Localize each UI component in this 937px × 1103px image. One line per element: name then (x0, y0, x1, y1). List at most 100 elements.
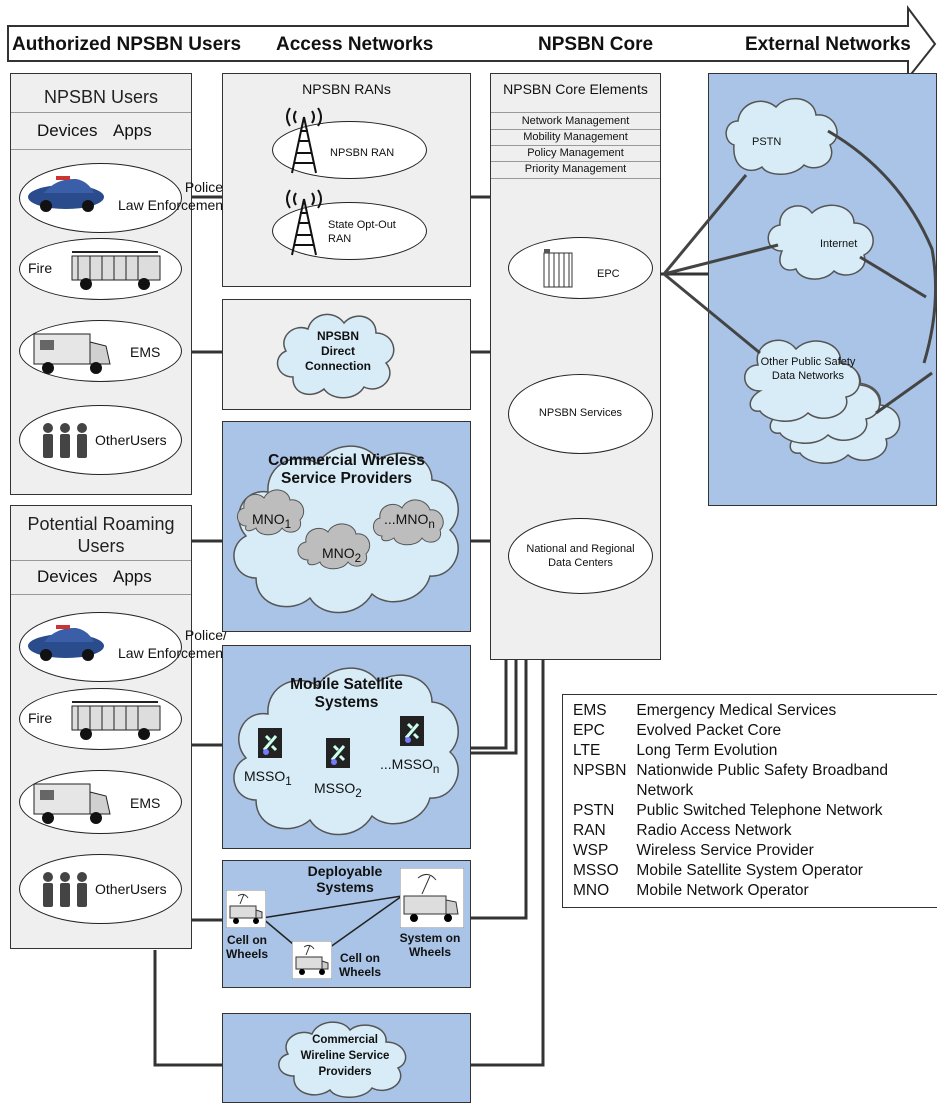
legend-desc: Long Term Evolution (636, 742, 778, 759)
msso-1-label: MSSO1 (244, 768, 292, 788)
users-devices-label: Devices (37, 121, 98, 140)
police-car-icon (28, 176, 104, 212)
npsbn-ran-label: NPSBN RAN (330, 147, 395, 159)
user-police-label: Police/ Law Enforcement (118, 179, 227, 213)
roaming-fire-label: Fire (28, 710, 53, 726)
legend-desc: Emergency Medical Services (636, 702, 837, 719)
optout-ran-label: State Opt-Out RAN (328, 219, 396, 245)
user-ems-label: EMS (130, 344, 161, 360)
legend-row: PSTN Public Switched Telephone Network (573, 801, 898, 821)
tower-icon (286, 107, 322, 174)
satellite-icon (326, 738, 350, 768)
legend-desc: Evolved Packet Core (636, 722, 782, 739)
legend-abbr: LTE (573, 742, 601, 759)
roaming-apps-label: Apps (113, 567, 152, 586)
legend-abbr: MSSO (573, 862, 619, 879)
legend-abbr: WSP (573, 842, 609, 859)
msso-n-label: ...MSSOn (380, 756, 440, 776)
satellite-title: Mobile Satellite Systems (290, 676, 403, 711)
legend-abbr: EPC (573, 722, 605, 739)
roaming-ems-label: EMS (130, 795, 161, 811)
commercial-wireless-title: Commercial Wireless Service Providers (268, 452, 425, 487)
epc-label: EPC (597, 268, 620, 280)
legend-row: EPC Evolved Packet Core (573, 721, 898, 741)
user-fire-label: Fire (28, 260, 53, 276)
roaming-other-label: OtherUsers (95, 881, 167, 897)
satellite-icon (400, 716, 424, 746)
legend-abbr: NPSBN (573, 762, 627, 779)
core-title: NPSBN Core Elements (503, 81, 648, 97)
flow-arrow (7, 5, 937, 80)
legend-desc: Radio Access Network (636, 822, 792, 839)
truck-icon (400, 868, 464, 928)
commercial-wireless-cloud (233, 445, 459, 614)
epc-rack-icon (543, 249, 573, 288)
header-stage-access: Access Networks (276, 34, 434, 55)
mno-n-label: ...MNOn (384, 511, 435, 531)
core-row-network: Network Management (521, 115, 630, 127)
header-stage-core: NPSBN Core (538, 34, 654, 55)
legend-row: MSSO Mobile Satellite System Operator (573, 861, 898, 881)
police-car-icon (28, 625, 104, 661)
mno-1-label: MNO1 (252, 511, 292, 531)
users-apps-label: Apps (113, 121, 152, 140)
legend-row: MNO Mobile Network Operator (573, 881, 898, 901)
direct-connection-cloud (276, 313, 395, 399)
internet-label: Internet (820, 238, 858, 250)
msso-2-label: MSSO2 (314, 780, 362, 800)
people-icon (43, 423, 87, 458)
legend-desc: Nationwide Public Safety Broadband Netwo… (636, 762, 889, 799)
legend-row: RAN Radio Access Network (573, 821, 898, 841)
ambulance-icon (33, 333, 111, 374)
npsbn-services-node (508, 374, 653, 454)
wireline-label: Commercial Wireline Service Providers (300, 1034, 390, 1078)
legend-desc: Public Switched Telephone Network (636, 802, 883, 819)
people-icon (43, 872, 87, 907)
legend-row: LTE Long Term Evolution (573, 741, 898, 761)
truck-icon (292, 941, 332, 979)
legend-row: EMS Emergency Medical Services (573, 701, 898, 721)
roaming-panel-title: Potential Roaming Users (27, 514, 175, 556)
truck-icon (226, 890, 266, 928)
legend-abbr: PSTN (573, 802, 615, 819)
system-on-wheels-label: System on Wheels (399, 931, 461, 959)
pstn-label: PSTN (752, 136, 782, 148)
core-row-mobility: Mobility Management (523, 131, 628, 143)
legend-abbr: RAN (573, 822, 606, 839)
roaming-devices-label: Devices (37, 567, 98, 586)
legend-desc: Mobile Network Operator (636, 882, 809, 899)
core-row-priority: Priority Management (524, 163, 627, 175)
header-stage-external: External Networks (745, 34, 911, 55)
fire-truck-icon (71, 701, 161, 740)
datacenters-node (508, 518, 653, 594)
legend-abbr: MNO (573, 882, 610, 899)
legend-desc: Wireless Service Provider (636, 842, 814, 859)
users-panel-title: NPSBN Users (43, 87, 159, 107)
legend-abbr: EMS (573, 702, 607, 719)
core-row-policy: Policy Management (527, 147, 624, 159)
direct-connection-label: NPSBN Direct Connection (305, 329, 371, 373)
legend-row: WSP Wireless Service Provider (573, 841, 898, 861)
wireline-cloud (278, 1021, 407, 1098)
other-public-safety-label: Other Public Safety Data Networks (760, 356, 856, 382)
ambulance-icon (33, 783, 111, 824)
tower-icon (286, 189, 322, 256)
external-networks-graphic (662, 97, 937, 464)
deployable-title: Deployable Systems (307, 863, 383, 895)
header-stage-users: Authorized NPSBN Users (12, 34, 242, 55)
npsbn-services-label: NPSBN Services (538, 407, 623, 419)
epc-node (508, 237, 653, 299)
legend-row: NPSBN Nationwide Public Safety Broadband … (573, 761, 898, 801)
mno-2-label: MNO2 (322, 545, 362, 565)
legend-desc: Mobile Satellite System Operator (636, 862, 863, 879)
roaming-police-label: Police/ Law Enforcement (118, 627, 227, 661)
fire-truck-icon (71, 251, 161, 290)
datacenters-label: National and Regional Data Centers (526, 543, 635, 569)
satellite-icon (258, 728, 282, 758)
cell-on-wheels-2-label: Cell on Wheels (338, 951, 381, 979)
cell-on-wheels-1-label: Cell on Wheels (225, 933, 268, 961)
user-other-label: OtherUsers (95, 432, 167, 448)
